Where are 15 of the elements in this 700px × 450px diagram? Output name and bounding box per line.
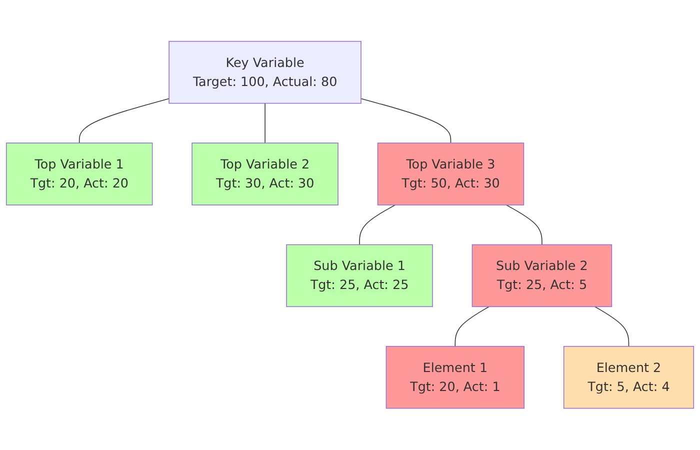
node-box: Top Variable 2 Tgt: 30, Act: 30 [192,142,338,206]
node-box: Element 2 Tgt: 5, Act: 4 [563,346,694,409]
connector [360,98,452,144]
node-box: Top Variable 3 Tgt: 50, Act: 30 [377,142,524,206]
node-box: Sub Variable 1 Tgt: 25, Act: 25 [286,244,433,308]
node-box: Top Variable 1 Tgt: 20, Act: 20 [6,142,153,206]
node-box: Key Variable Target: 100, Actual: 80 [168,41,362,104]
connector [359,204,396,246]
connector [264,103,266,144]
node-box: Sub Variable 2 Tgt: 25, Act: 5 [472,244,612,308]
connector [454,306,490,347]
node-box: Element 1 Tgt: 20, Act: 1 [386,346,525,409]
connector [78,98,170,144]
connector [506,204,542,246]
connector [594,306,630,347]
